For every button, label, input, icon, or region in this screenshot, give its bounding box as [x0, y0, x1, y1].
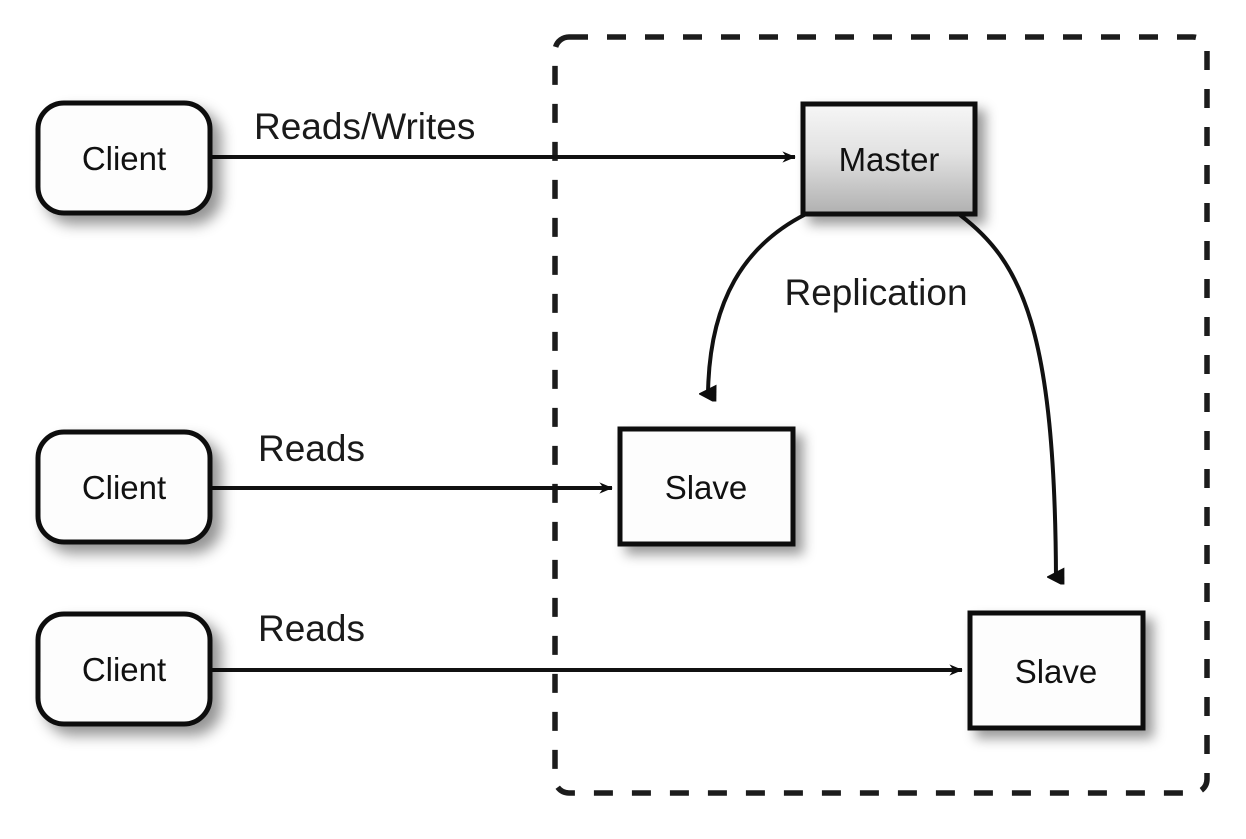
- database-cluster-boundary: [552, 34, 1210, 796]
- edge-master-slave2: [958, 213, 1056, 578]
- edge-label-reads-upper: Reads: [258, 428, 365, 469]
- slave-2-label: Slave: [1015, 653, 1098, 690]
- client-2-label: Client: [82, 469, 166, 506]
- edge-label-replication: Replication: [784, 272, 967, 313]
- master-label: Master: [839, 141, 940, 178]
- edge-master-slave1: [708, 212, 807, 395]
- node-client-3[interactable]: Client: [35, 611, 213, 727]
- slave-1-box[interactable]: [617, 426, 796, 547]
- client-3-label: Client: [82, 651, 166, 688]
- slave-1-label: Slave: [665, 469, 748, 506]
- node-slave-2[interactable]: Slave: [967, 610, 1146, 731]
- client-1-label: Client: [82, 140, 166, 177]
- node-master[interactable]: Master: [800, 101, 978, 217]
- slave-2-box[interactable]: [967, 610, 1146, 731]
- edge-label-reads-lower: Reads: [258, 608, 365, 649]
- master-box[interactable]: [800, 101, 978, 217]
- client-2-box[interactable]: [35, 429, 213, 545]
- node-client-2[interactable]: Client: [35, 429, 213, 545]
- client-1-box[interactable]: [35, 100, 213, 216]
- node-client-1[interactable]: Client: [35, 100, 213, 216]
- client-3-box[interactable]: [35, 611, 213, 727]
- node-slave-1[interactable]: Slave: [617, 426, 796, 547]
- edge-label-reads-writes: Reads/Writes: [254, 106, 475, 147]
